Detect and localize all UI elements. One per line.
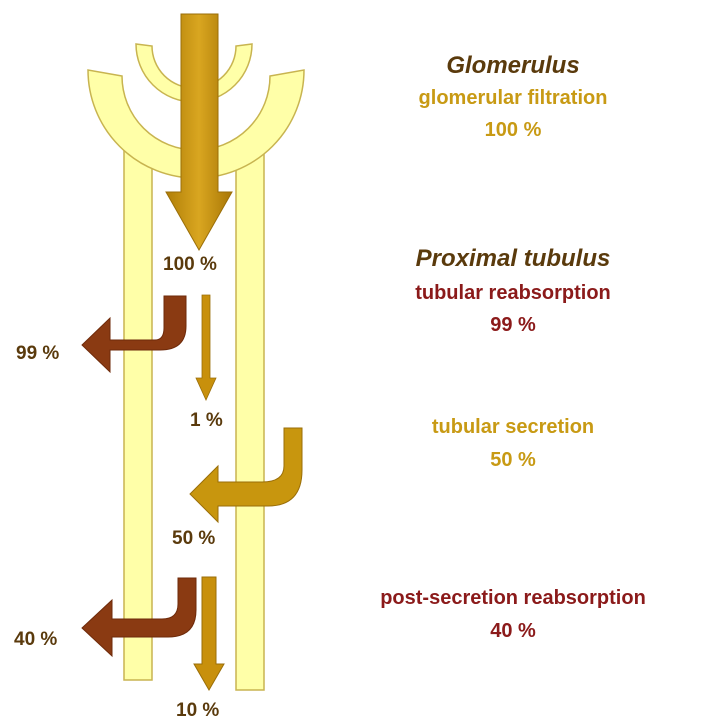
tubule-right-wall [236, 140, 264, 690]
remaining-flow-arrow [196, 295, 216, 400]
tubular-secretion-value: 50 % [490, 449, 536, 472]
post-secretion-reabsorption-value: 40 % [490, 620, 536, 643]
reabsorbed-percent-label: 99 % [16, 343, 59, 365]
tubular-reabsorption-value: 99 % [490, 314, 536, 337]
tubular-reabsorption-label: tubular reabsorption [415, 282, 611, 305]
proximal-tubulus-title: Proximal tubulus [416, 245, 611, 273]
tubule-left-wall [124, 140, 152, 680]
post-secretion-reabsorption-label: post-secretion reabsorption [380, 587, 646, 610]
secreted-percent-label: 50 % [172, 528, 215, 550]
filtered-percent-label: 100 % [163, 254, 217, 276]
excretion-arrow [194, 577, 224, 690]
tubular-secretion-label: tubular secretion [432, 416, 594, 439]
post-reabsorbed-percent-label: 40 % [14, 629, 57, 651]
glomerulus-title: Glomerulus [446, 52, 579, 80]
glomerular-filtration-label: glomerular filtration [419, 87, 608, 110]
remaining-percent-label: 1 % [190, 410, 223, 432]
filtration-arrow [166, 14, 232, 250]
excreted-percent-label: 10 % [176, 700, 219, 722]
glomerular-filtration-value: 100 % [485, 119, 542, 142]
